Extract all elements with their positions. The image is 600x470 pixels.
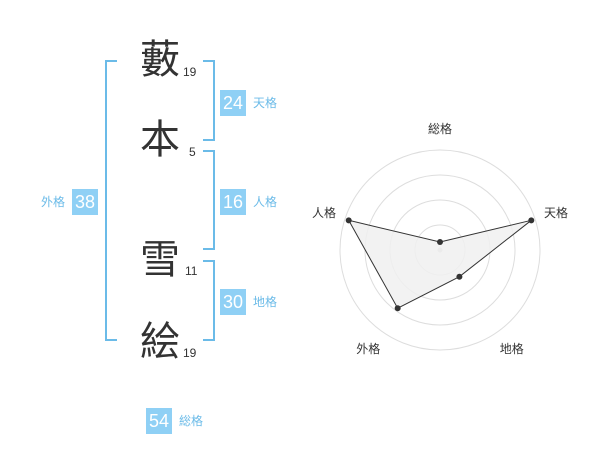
radar-points: [345, 217, 535, 312]
stroke-count-3: 11: [185, 264, 198, 278]
stroke-count-2: 5: [189, 145, 196, 159]
soukaku-value: 54: [146, 408, 173, 434]
radar-point-4: [345, 217, 352, 224]
radar-point-3: [394, 305, 401, 312]
chikaku-bracket: [203, 260, 215, 341]
tenkaku-bracket: [203, 60, 215, 141]
radar-label-jinkaku: 人格: [311, 205, 336, 220]
name-char-4: 絵: [140, 319, 180, 365]
chikaku-label: 地格: [253, 295, 278, 309]
jinkaku-bracket: [203, 150, 215, 250]
name-char-1: 藪: [140, 37, 180, 83]
radar-point-0: [437, 239, 443, 245]
radar-point-1: [528, 217, 535, 224]
radar-area: [347, 219, 532, 309]
tenkaku-value: 24: [220, 90, 247, 116]
stroke-count-4: 19: [183, 346, 197, 360]
radar-ring-4: [339, 149, 541, 351]
radar-label-chikaku: 地格: [499, 342, 524, 357]
name-char-3: 雪: [140, 237, 180, 283]
soukaku-label: 総格: [179, 414, 204, 428]
jinkaku-value: 16: [220, 189, 247, 215]
radar-point-2: [456, 273, 463, 280]
gaikaku-label: 外格: [41, 195, 66, 209]
tenkaku-label: 天格: [253, 96, 278, 110]
stroke-count-1: 19: [183, 65, 197, 79]
name-char-2: 本: [140, 117, 180, 163]
radar-label-tenkaku: 天格: [544, 205, 569, 220]
jinkaku-label: 人格: [253, 195, 278, 209]
chikaku-value: 30: [220, 289, 247, 315]
gaikaku-value: 38: [72, 189, 99, 215]
radar-label-gaikaku: 外格: [356, 342, 381, 357]
radar-label-soukaku: 総格: [428, 121, 453, 136]
gaikaku-bracket: [105, 60, 117, 341]
